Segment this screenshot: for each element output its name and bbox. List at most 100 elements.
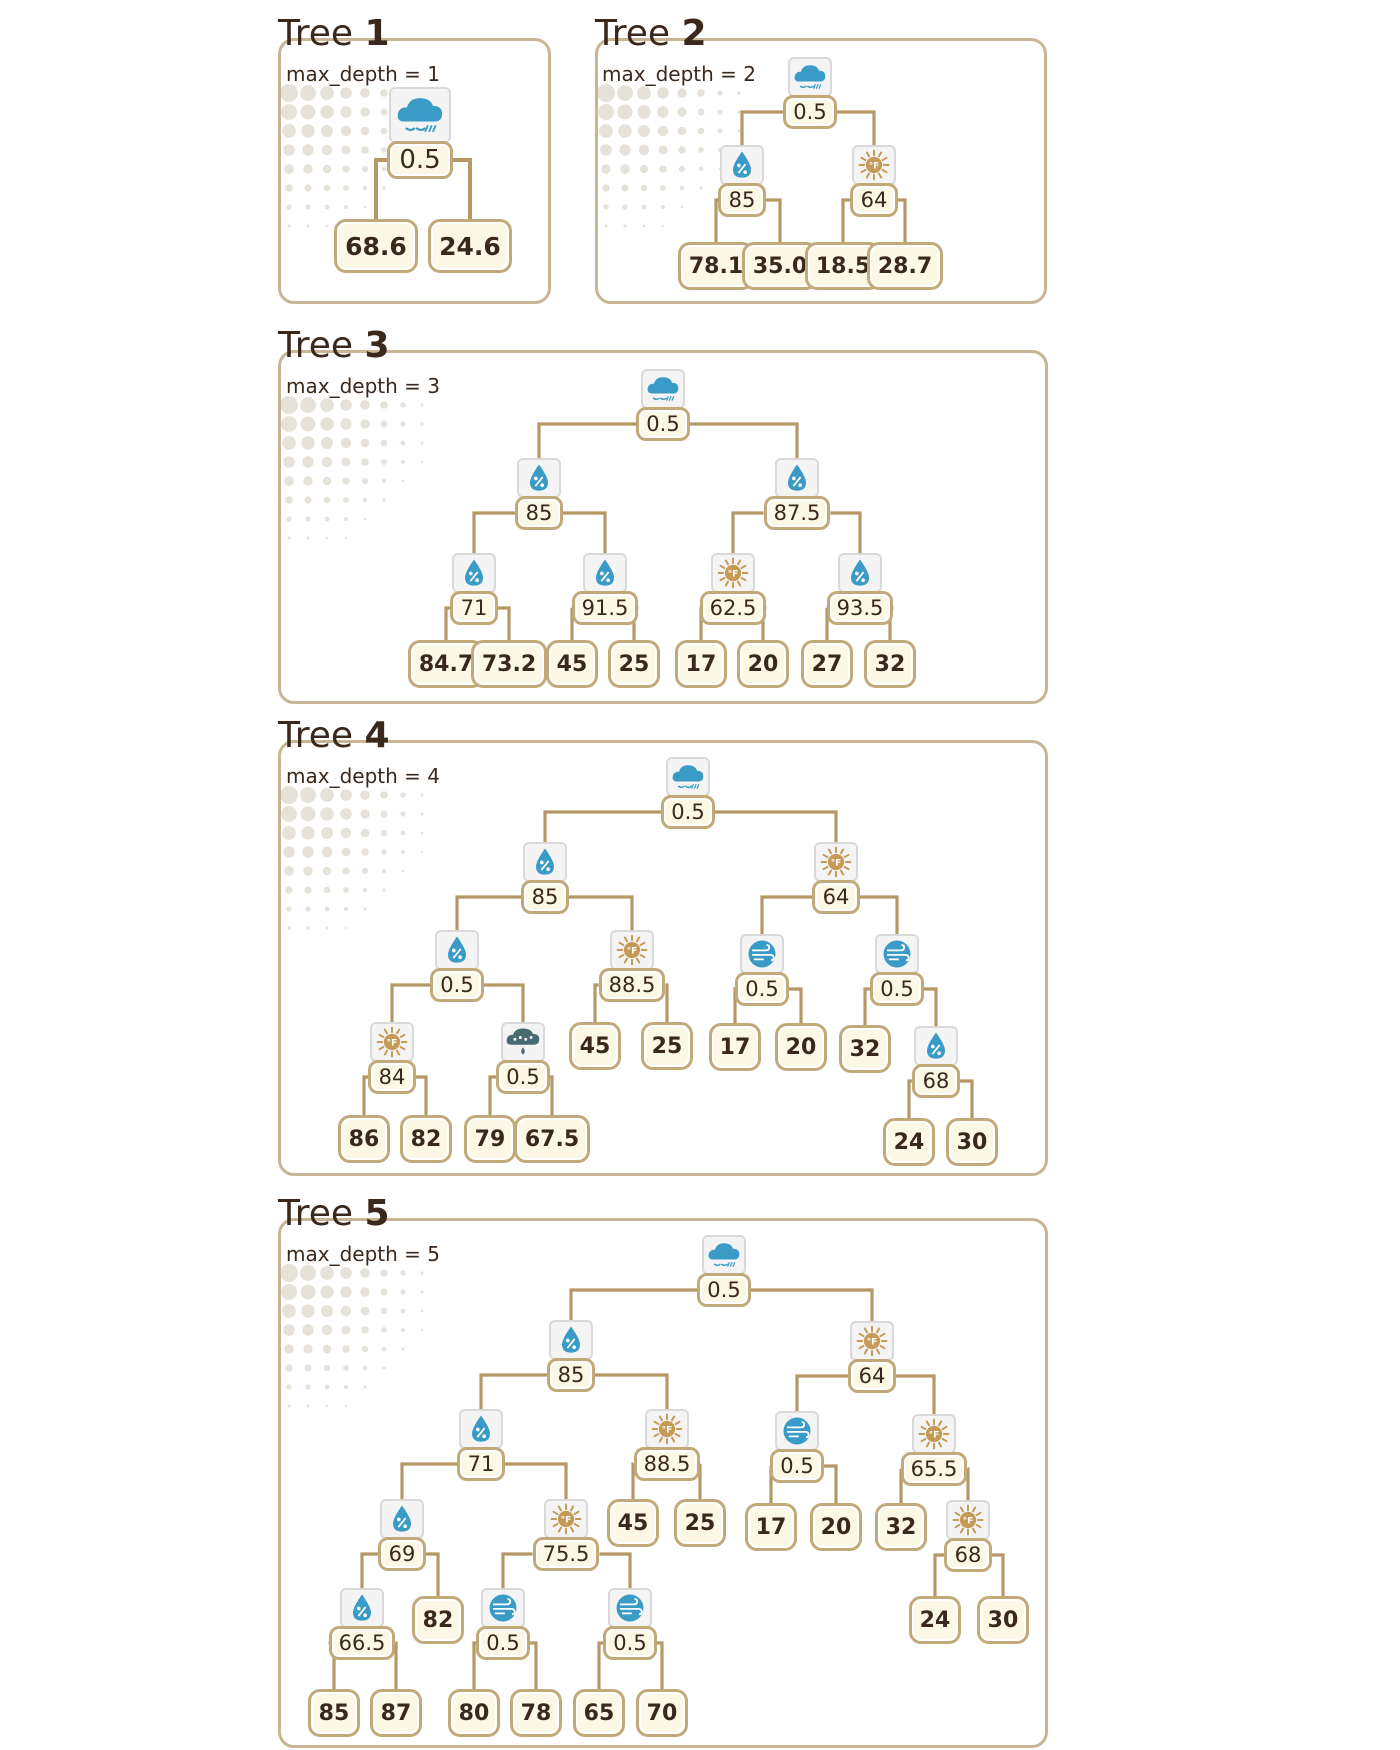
split-threshold: 65.5 [900,1452,968,1486]
leaf-value: 73.2 [470,640,548,688]
leaf-value: 87 [369,1689,423,1737]
leaf-value: 67.5 [513,1115,591,1163]
tree-title-number: 4 [364,715,390,756]
leaf-value: 84.7 [407,640,485,688]
temperature-icon: °F [645,1409,689,1449]
split-threshold: 0.5 [735,972,789,1006]
svg-text:°F: °F [929,1431,940,1441]
leaf-value: 27 [800,640,854,688]
leaf-value: 24 [882,1118,936,1166]
split-threshold: 75.5 [532,1537,600,1571]
tree-title-label: Tree [278,715,354,756]
split-threshold: 0.5 [603,1626,657,1660]
split-threshold: 85 [718,183,766,217]
split-threshold: 68 [944,1538,992,1572]
wind-icon [608,1588,652,1628]
leaf-value: 17 [708,1023,762,1071]
split-threshold: 0.5 [770,1449,824,1483]
split-threshold: 87.5 [763,496,831,530]
humidity-icon [452,553,496,593]
split-threshold: 88.5 [598,968,666,1002]
leaf-value: 68.6 [334,219,418,273]
split-threshold: 0.5 [697,1273,751,1307]
leaf-value: 25 [673,1499,727,1547]
humidity-icon [340,1588,384,1628]
rain-icon [666,757,710,797]
split-threshold: 64 [812,880,860,914]
split-threshold: 0.5 [636,407,690,441]
split-threshold: 0.5 [783,95,837,129]
humidity-icon [523,842,567,882]
tree-title-number: 5 [364,1193,390,1234]
leaf-value: 70 [635,1689,689,1737]
tree-title-number: 1 [364,13,390,54]
humidity-icon [838,553,882,593]
wind-icon [875,934,919,974]
svg-text:°F: °F [662,1426,673,1436]
split-threshold: 66.5 [328,1626,396,1660]
tree-title: Tree 5 [278,1186,404,1234]
leaf-value: 78.1 [677,242,755,290]
leaf-value: 24 [908,1596,962,1644]
max-depth-label: max_depth = 4 [286,764,440,788]
leaf-value: 79 [463,1115,517,1163]
leaf-value: 30 [976,1596,1030,1644]
leaf-value: 24.6 [428,219,512,273]
temperature-icon: °F [912,1414,956,1454]
leaf-value: 78 [509,1689,563,1737]
humidity-icon [583,553,627,593]
max-depth-label: max_depth = 2 [602,62,756,86]
tree-title-number: 3 [364,325,390,366]
max-depth-label: max_depth = 3 [286,374,440,398]
rain-icon [641,369,685,409]
tree-title: Tree 1 [278,6,404,54]
split-threshold: 0.5 [870,972,924,1006]
svg-text:°F: °F [963,1517,974,1527]
leaf-value: 17 [674,640,728,688]
temperature-icon: °F [814,842,858,882]
split-threshold: 64 [850,183,898,217]
leaf-value: 32 [838,1025,892,1073]
leaf-value: 85 [307,1689,361,1737]
temperature-icon: °F [370,1022,414,1062]
svg-text:°F: °F [627,947,638,957]
rain-icon [702,1235,746,1275]
halftone-decoration [281,396,424,540]
split-threshold: 0.5 [496,1060,550,1094]
temperature-icon: °F [610,930,654,970]
svg-text:°F: °F [869,162,880,172]
split-threshold: 85 [547,1358,595,1392]
tree-title: Tree 4 [278,708,404,756]
leaf-value: 30 [945,1118,999,1166]
halftone-decoration [598,84,741,228]
wind-icon [740,934,784,974]
leaf-value: 20 [809,1503,863,1551]
split-threshold: 84 [368,1060,416,1094]
rain-icon [788,57,832,97]
wind-icon [481,1588,525,1628]
svg-text:°F: °F [831,859,842,869]
max-depth-label: max_depth = 1 [286,62,440,86]
temperature-icon: °F [544,1499,588,1539]
tree-title-label: Tree [278,325,354,366]
split-threshold: 69 [378,1537,426,1571]
split-threshold: 93.5 [826,591,894,625]
leaf-value: 25 [607,640,661,688]
halftone-decoration [281,1264,424,1408]
svg-text:°F: °F [561,1516,572,1526]
split-threshold: 71 [450,591,498,625]
leaf-value: 82 [399,1115,453,1163]
split-threshold: 0.5 [661,795,715,829]
split-threshold: 64 [848,1359,896,1393]
split-threshold: 0.5 [387,141,453,179]
humidity-icon [549,1320,593,1360]
split-threshold: 0.5 [476,1626,530,1660]
humidity-icon [775,458,819,498]
humidity-icon [459,1409,503,1449]
halftone-decoration [281,84,424,228]
humidity-icon [380,1499,424,1539]
svg-text:°F: °F [728,570,739,580]
svg-text:°F: °F [387,1039,398,1049]
temperature-icon: °F [852,145,896,185]
hail-icon [501,1022,545,1062]
